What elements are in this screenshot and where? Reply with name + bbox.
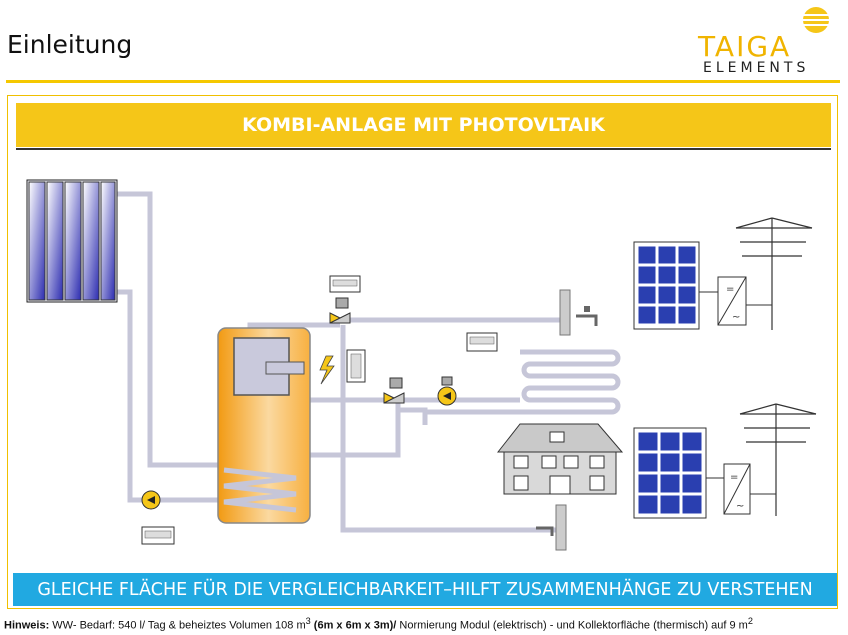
system-diagram: = ~ = ~ [26, 179, 817, 551]
mixing-valve-mid [383, 377, 405, 404]
footnote-sup-a: 3 [305, 616, 311, 626]
inverter-lower: = ~ [706, 463, 776, 515]
footnote: Hinweis: WW- Bedarf: 540 l/ Tag & beheiz… [4, 616, 753, 632]
content-frame [7, 95, 838, 609]
lightning-icon [319, 355, 335, 385]
svg-text:~: ~ [736, 501, 744, 512]
footnote-sup-b: 2 [747, 616, 753, 626]
controller-mid [466, 332, 498, 352]
sun-icon [802, 7, 832, 33]
floor-heating-coil [520, 349, 621, 415]
footnote-label: Hinweis: [4, 619, 50, 632]
pv-array-lower [633, 427, 707, 519]
footnote-text-b: (6m x 6m x 3m)/ [310, 619, 397, 632]
mixing-valve-top [329, 297, 351, 324]
house-icon [496, 423, 624, 495]
logo-wordmark: TAIGA [698, 30, 792, 63]
controller-bottom [141, 526, 175, 545]
power-pylon-lower [739, 403, 817, 516]
title-divider [6, 80, 840, 83]
page-title: Einleitung [7, 30, 133, 59]
svg-text:~: ~ [732, 312, 740, 323]
pv-array-upper [633, 241, 700, 330]
tap-icon-upper [559, 289, 598, 336]
controller-side [346, 349, 366, 383]
tap-icon-lower [536, 504, 567, 551]
takeaway-bar: GLEICHE FLÄCHE FÜR DIE VERGLEICHBARKEIT–… [13, 573, 837, 606]
logo-subtitle: ELEMENTS [703, 60, 810, 76]
pipe-network [116, 191, 560, 533]
slide-banner: KOMBI-ANLAGE MIT PHOTOVLTAIK [16, 103, 831, 147]
pump-icon-solar [141, 490, 161, 510]
inverter-upper: = ~ [699, 276, 772, 326]
footnote-text-c: Normierung Modul (elektrisch) - und Koll… [396, 619, 748, 632]
svg-text:=: = [730, 472, 738, 483]
taiga-logo: TAIGA ELEMENTS [698, 4, 838, 78]
storage-tank [217, 327, 311, 524]
svg-text:=: = [726, 284, 734, 295]
controller-top [329, 275, 361, 293]
banner-divider [16, 148, 831, 150]
power-pylon-upper [735, 217, 813, 330]
pump-icon-heating [437, 376, 457, 406]
footnote-text-a: WW- Bedarf: 540 l/ Tag & beheiztes Volum… [49, 619, 306, 632]
thermal-collector [26, 179, 118, 303]
